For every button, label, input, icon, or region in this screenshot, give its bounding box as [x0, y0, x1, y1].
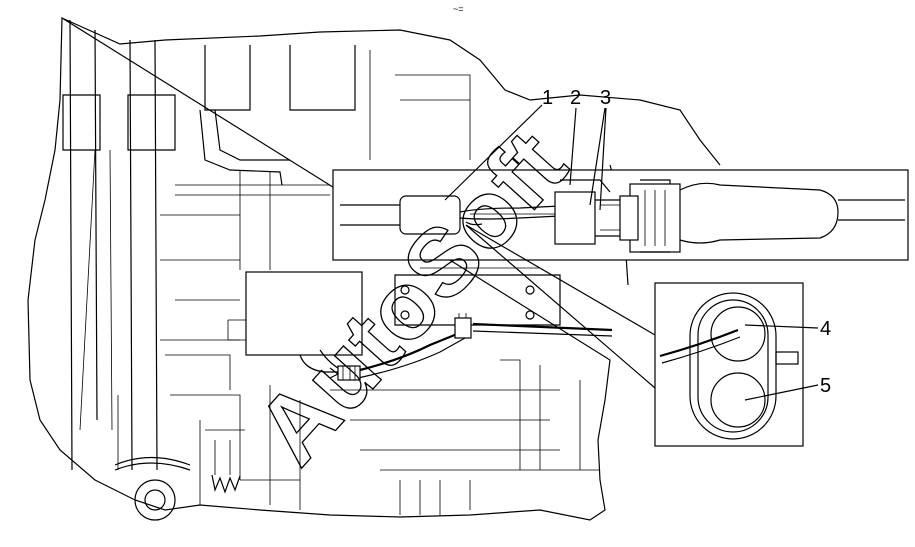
harness-connector — [337, 365, 361, 381]
detail-leader-lines — [465, 224, 656, 389]
engine-outline — [27, 16, 721, 521]
wiring-harness — [299, 313, 613, 381]
top-mark: ~= — [453, 4, 464, 14]
callout-3-label: 3 — [600, 87, 611, 109]
callout-4-label: 4 — [820, 318, 831, 340]
callout-4: 4 — [744, 318, 831, 340]
plug-section-inset — [654, 282, 804, 447]
callout-5-label: 5 — [820, 375, 831, 397]
callout-2-label: 2 — [570, 87, 581, 109]
callout-5: 5 — [744, 375, 831, 401]
control-module-box — [245, 271, 363, 356]
callout-3: 3 — [589, 87, 611, 211]
callout-2: 2 — [569, 87, 581, 186]
callout-1: 1 — [444, 87, 553, 201]
callout-1-label: 1 — [542, 87, 553, 109]
harness-clamp — [454, 317, 472, 339]
connector-detail-inset — [332, 169, 909, 261]
